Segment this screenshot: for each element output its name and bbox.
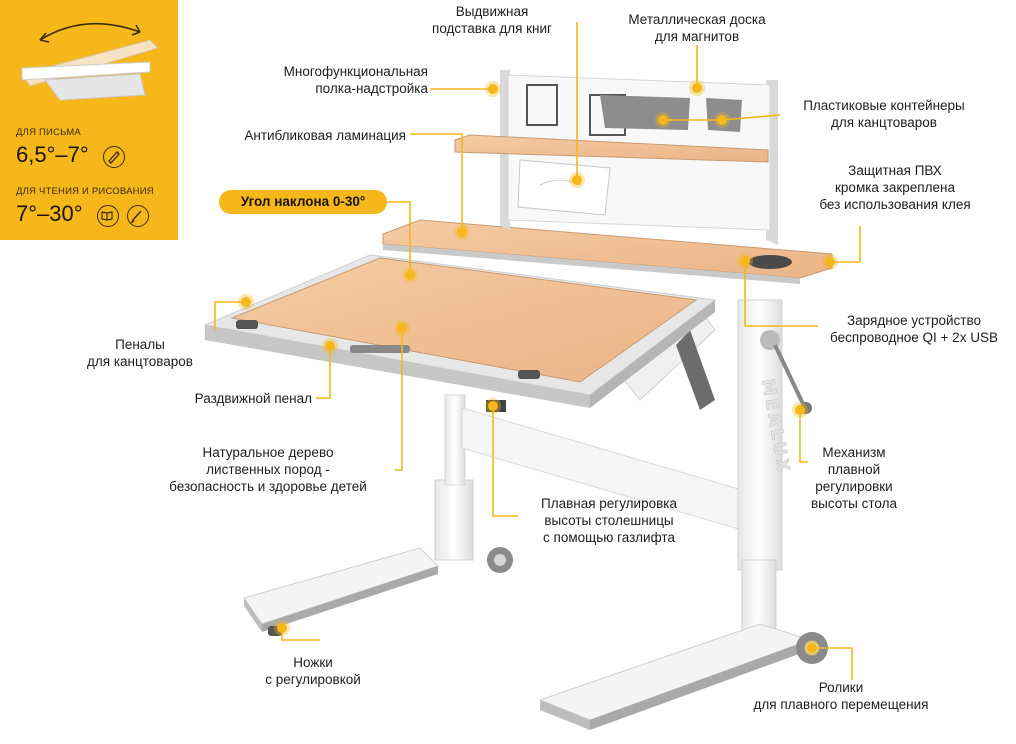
callout-line: Раздвижной пенал xyxy=(194,391,312,406)
callout-line: высоты столешницы xyxy=(544,513,674,528)
angle-badge: Угол наклона 0-30° xyxy=(219,190,387,214)
callout-pencil-cases: Пеналы для канцтоваров xyxy=(66,336,214,370)
dot-pencil-case xyxy=(241,297,251,307)
dot-height-mechanism xyxy=(795,405,805,415)
brush-icon xyxy=(127,205,149,227)
pen-icon xyxy=(103,146,125,168)
callout-height-mechanism: Механизм плавной регулировки высоты стол… xyxy=(792,444,916,512)
shelf-structure xyxy=(454,70,778,245)
callout-line: Металлическая доска xyxy=(628,12,766,27)
tilt-illustration xyxy=(21,22,159,101)
tilt-info-panel: ДЛЯ ПИСЬМА 6,5°–7° ДЛЯ ЧТЕНИЯ И РИСОВАНИ… xyxy=(0,0,178,240)
dot-legs xyxy=(277,623,287,633)
callout-line: для магнитов xyxy=(654,29,740,44)
dot-lamination xyxy=(457,227,467,237)
dot-natural-wood xyxy=(397,323,407,333)
dot-magnet-board xyxy=(692,83,702,93)
callout-line: Защитная ПВХ xyxy=(848,163,942,178)
callout-gaslift: Плавная регулировка высоты столешницы с … xyxy=(510,495,708,546)
callout-line: Многофункциональная xyxy=(283,64,428,79)
callout-book-stand: Выдвижная подставка для книг xyxy=(412,3,572,37)
callout-line: Выдвижная xyxy=(455,4,529,19)
callout-legs: Ножки с регулировкой xyxy=(238,654,388,688)
dot-angle xyxy=(405,270,415,280)
callout-line: Ролики xyxy=(818,680,864,695)
callout-shelf: Многофункциональная полка-надстройка xyxy=(250,63,428,97)
callout-casters: Ролики для плавного перемещения xyxy=(728,679,954,713)
callout-magnet-board: Металлическая доска для магнитов xyxy=(604,11,790,45)
main-desktop xyxy=(203,254,717,408)
callout-line: полка-надстройка xyxy=(315,81,428,96)
callout-line: Зарядное устройство xyxy=(847,313,981,328)
callout-line: Плавная регулировка xyxy=(541,496,677,511)
dot-pvc-edge xyxy=(825,257,835,267)
callout-line: для канцтоваров xyxy=(87,354,193,369)
dot-gaslift xyxy=(488,401,498,411)
callout-sliding-case: Раздвижной пенал xyxy=(140,390,312,407)
callout-line: с помощью газлифта xyxy=(543,530,675,545)
callout-natural-wood: Натуральное дерево лиственных пород - бе… xyxy=(140,444,396,495)
callout-line: Механизм xyxy=(822,445,886,460)
dot-shelf xyxy=(488,84,498,94)
callout-line: высоты стола xyxy=(810,496,897,511)
callout-line: регулировки xyxy=(815,479,893,494)
writing-angle: 6,5°–7° xyxy=(16,142,89,167)
callout-line: Пеналы xyxy=(115,337,165,352)
callout-line: подставка для книг xyxy=(432,21,552,36)
writing-label: ДЛЯ ПИСЬМА xyxy=(16,127,81,138)
callout-pvc-edge: Защитная ПВХ кромка закреплена без испол… xyxy=(790,162,1000,213)
callout-line: беспроводное QI + 2x USB xyxy=(830,330,998,345)
dot-container-a xyxy=(658,115,668,125)
callout-lamination: Антибликовая ламинация xyxy=(196,127,406,144)
callout-charger: Зарядное устройство беспроводное QI + 2x… xyxy=(815,312,1013,346)
reading-label: ДЛЯ ЧТЕНИЯ И РИСОВАНИЯ xyxy=(16,186,154,197)
callout-line: без использования клея xyxy=(819,197,971,212)
callout-line: Натуральное дерево xyxy=(202,445,334,460)
dot-charger xyxy=(740,256,750,266)
left-leg xyxy=(243,394,513,636)
callout-line: Пластиковые контейнеры xyxy=(803,98,965,113)
callout-line: с регулировкой xyxy=(265,672,361,687)
dot-book-stand xyxy=(572,175,582,185)
callout-line: Ножки xyxy=(293,655,333,670)
callout-line: лиственных пород - xyxy=(206,462,330,477)
callout-line: плавной xyxy=(827,462,881,477)
callout-line: кромка закреплена xyxy=(835,180,955,195)
callout-line: безопасность и здоровье детей xyxy=(169,479,367,494)
dot-sliding-case xyxy=(325,341,335,351)
callout-line: Антибликовая ламинация xyxy=(244,128,406,143)
callout-containers: Пластиковые контейнеры для канцтоваров xyxy=(784,97,984,131)
dot-container-b xyxy=(717,115,727,125)
reading-angle: 7°–30° xyxy=(16,201,83,226)
dot-casters xyxy=(807,643,817,653)
callout-line: для плавного перемещения xyxy=(753,697,929,712)
callout-line: для канцтоваров xyxy=(831,115,937,130)
book-icon xyxy=(97,205,119,227)
